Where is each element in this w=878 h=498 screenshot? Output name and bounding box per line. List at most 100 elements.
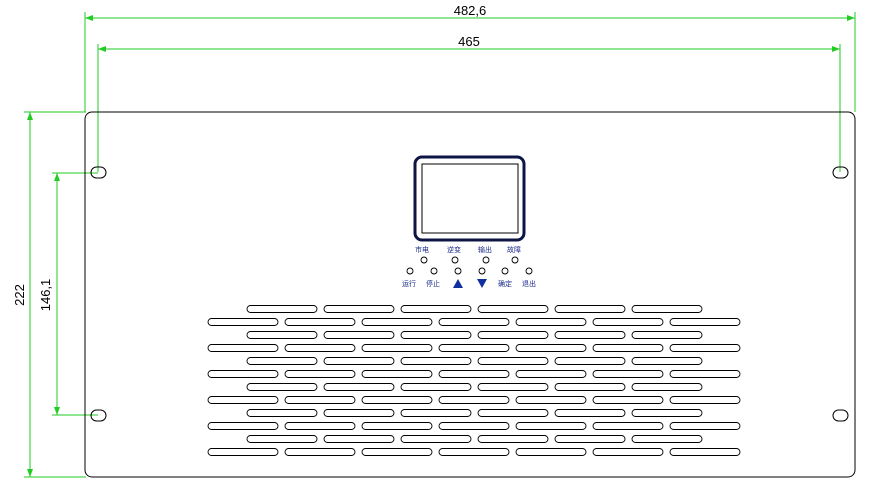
- up-button[interactable]: [454, 267, 462, 275]
- vent-slot: [631, 305, 703, 313]
- front-panel-outline: [84, 111, 856, 478]
- mounting-hole-top-left: [90, 166, 107, 179]
- vent-slot: [207, 344, 279, 352]
- vent-slot: [592, 318, 664, 326]
- vent-slot: [323, 331, 395, 339]
- vent-slot: [400, 357, 472, 365]
- indicator-row: 市电 逆变 输出 故障: [415, 245, 521, 264]
- vent-slot: [284, 344, 356, 352]
- vent-slot: [477, 383, 549, 391]
- vent-slot: [477, 331, 549, 339]
- vent-slot: [554, 357, 626, 365]
- vent-slot: [361, 396, 433, 404]
- vent-slot: [207, 422, 279, 430]
- vent-slot: [438, 370, 510, 378]
- vent-slot: [669, 448, 741, 456]
- vent-slot: [246, 383, 318, 391]
- vent-slot: [515, 448, 587, 456]
- ventilation-grille: [207, 305, 741, 456]
- vent-slot: [592, 396, 664, 404]
- vent-slot: [323, 435, 395, 443]
- vent-slot: [477, 357, 549, 365]
- indicator-led-fault: [511, 256, 519, 264]
- vent-slot: [477, 435, 549, 443]
- vent-slot: [207, 370, 279, 378]
- vent-slot: [400, 331, 472, 339]
- mounting-hole-bottom-left: [90, 409, 107, 422]
- vent-slot: [477, 305, 549, 313]
- vent-slot: [400, 409, 472, 417]
- vent-slot: [669, 344, 741, 352]
- vent-slot: [631, 331, 703, 339]
- run-button[interactable]: [406, 267, 414, 275]
- vent-slot: [284, 422, 356, 430]
- mounting-hole-top-right: [832, 166, 849, 179]
- vent-slot: [669, 422, 741, 430]
- mounting-holes: [90, 166, 849, 422]
- vent-slot: [554, 305, 626, 313]
- vent-slot: [631, 409, 703, 417]
- vent-slot: [207, 448, 279, 456]
- button-label-exit: 退出: [522, 279, 536, 288]
- vent-slot: [323, 357, 395, 365]
- down-button[interactable]: [478, 267, 486, 275]
- vent-slot: [207, 318, 279, 326]
- vent-slot: [592, 370, 664, 378]
- vent-slot: [246, 305, 318, 313]
- arrow-up-icon: [453, 279, 463, 288]
- vent-slot: [631, 357, 703, 365]
- vent-slot: [284, 448, 356, 456]
- vent-slot: [592, 448, 664, 456]
- vent-slot: [515, 396, 587, 404]
- vent-slot: [631, 435, 703, 443]
- vent-slot: [400, 305, 472, 313]
- vent-slot: [515, 318, 587, 326]
- vent-slot: [438, 448, 510, 456]
- vent-slot: [361, 422, 433, 430]
- vent-slot: [669, 370, 741, 378]
- vent-slot: [246, 357, 318, 365]
- dimension-lines: [24, 12, 856, 478]
- vent-slot: [438, 422, 510, 430]
- dimension-arrowheads: [27, 15, 855, 477]
- vent-slot: [284, 370, 356, 378]
- vent-slot: [400, 435, 472, 443]
- indicator-led-inverter: [451, 256, 459, 264]
- mounting-hole-bottom-right: [832, 409, 849, 422]
- dim-overall-width-text: 482,6: [454, 3, 487, 18]
- confirm-button[interactable]: [501, 267, 509, 275]
- vent-slot: [400, 383, 472, 391]
- vent-slot: [554, 331, 626, 339]
- vent-slot: [323, 305, 395, 313]
- display-screen: [421, 163, 519, 234]
- vent-slot: [669, 318, 741, 326]
- button-label-run: 运行: [402, 279, 416, 288]
- dim-mount-width-text: 465: [458, 34, 480, 49]
- vent-slot: [631, 383, 703, 391]
- button-label-stop: 停止: [426, 279, 440, 288]
- exit-button[interactable]: [525, 267, 533, 275]
- indicator-label-output: 输出: [478, 245, 492, 254]
- stop-button[interactable]: [430, 267, 438, 275]
- vent-slot: [592, 344, 664, 352]
- indicator-label-fault: 故障: [507, 245, 521, 254]
- indicator-label-mains: 市电: [415, 245, 429, 254]
- dim-mount-height-text: 146,1: [38, 279, 53, 312]
- vent-slot: [323, 409, 395, 417]
- vent-slot: [246, 409, 318, 417]
- vent-slot: [323, 383, 395, 391]
- vent-slot: [284, 318, 356, 326]
- vent-slot: [554, 409, 626, 417]
- indicator-label-inverter: 逆变: [447, 245, 461, 254]
- vent-slot: [669, 396, 741, 404]
- vent-slot: [361, 448, 433, 456]
- vent-slot: [592, 422, 664, 430]
- button-label-confirm: 确定: [498, 279, 512, 288]
- vent-slot: [246, 331, 318, 339]
- vent-slot: [554, 383, 626, 391]
- button-row: 运行 停止 确定 退出: [402, 267, 536, 288]
- vent-slot: [361, 344, 433, 352]
- arrow-down-icon: [477, 279, 487, 288]
- vent-slot: [554, 435, 626, 443]
